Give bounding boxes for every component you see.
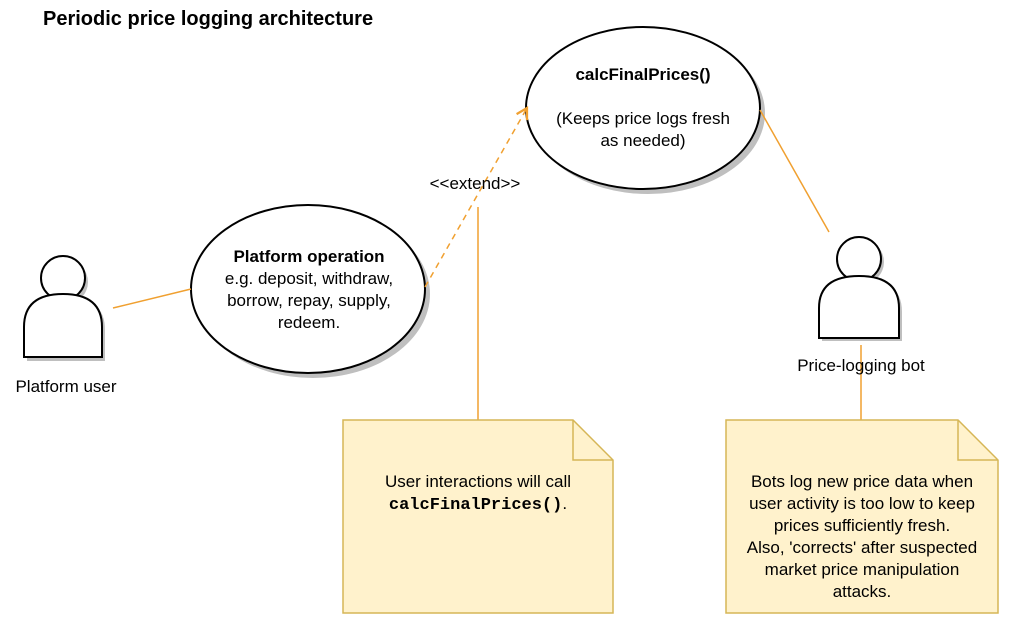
bot-association-line	[759, 109, 830, 233]
platform-operation-text: Platform operation e.g. deposit, withdra…	[198, 246, 420, 334]
user-note-suffix: .	[562, 494, 568, 513]
platform-user-actor-icon	[23, 255, 105, 361]
platform-operation-line: borrow, repay, supply,	[227, 291, 391, 310]
bot-note-line: prices sufficiently fresh.	[773, 516, 951, 535]
user-association-line	[112, 288, 192, 309]
price-logging-bot-actor-icon	[818, 236, 902, 341]
bots-note-shape	[725, 419, 999, 614]
calc-final-prices-line: (Keeps price logs fresh	[556, 109, 730, 128]
platform-operation-title: Platform operation	[233, 247, 385, 266]
bot-note-line: Also, 'corrects' after suspected	[746, 538, 978, 557]
bot-note-line: attacks.	[832, 582, 892, 601]
calc-final-prices-title: calcFinalPrices()	[575, 65, 711, 84]
calc-final-prices-line: as needed)	[600, 131, 686, 150]
calc-final-prices-use-case-shape	[525, 26, 765, 194]
price-logging-bot-label: Price-logging bot	[797, 356, 925, 375]
calc-final-prices-text: calcFinalPrices() (Keeps price logs fres…	[533, 64, 753, 152]
platform-operation-use-case-shape	[190, 204, 430, 378]
user-note-code: calcFinalPrices()	[388, 496, 563, 515]
platform-user-label: Platform user	[15, 377, 117, 396]
bot-note-line: Bots log new price data when	[750, 472, 974, 491]
bot-note-line: market price manipulation	[764, 560, 960, 579]
platform-operation-line: e.g. deposit, withdraw,	[224, 269, 394, 288]
platform-operation-line: redeem.	[277, 313, 341, 332]
bot-note-line: user activity is too low to keep	[749, 494, 975, 513]
diagram-title: Periodic price logging architecture	[43, 8, 374, 30]
bot-note-text: Bots log new price data when user activi…	[726, 471, 998, 603]
user-interactions-note-shape	[342, 419, 614, 614]
user-note-text: User interactions will call calcFinalPri…	[343, 471, 613, 517]
extend-relation-label: <<extend>>	[429, 174, 521, 193]
user-note-line: User interactions will call	[384, 472, 572, 491]
extend-arrow	[424, 106, 529, 288]
